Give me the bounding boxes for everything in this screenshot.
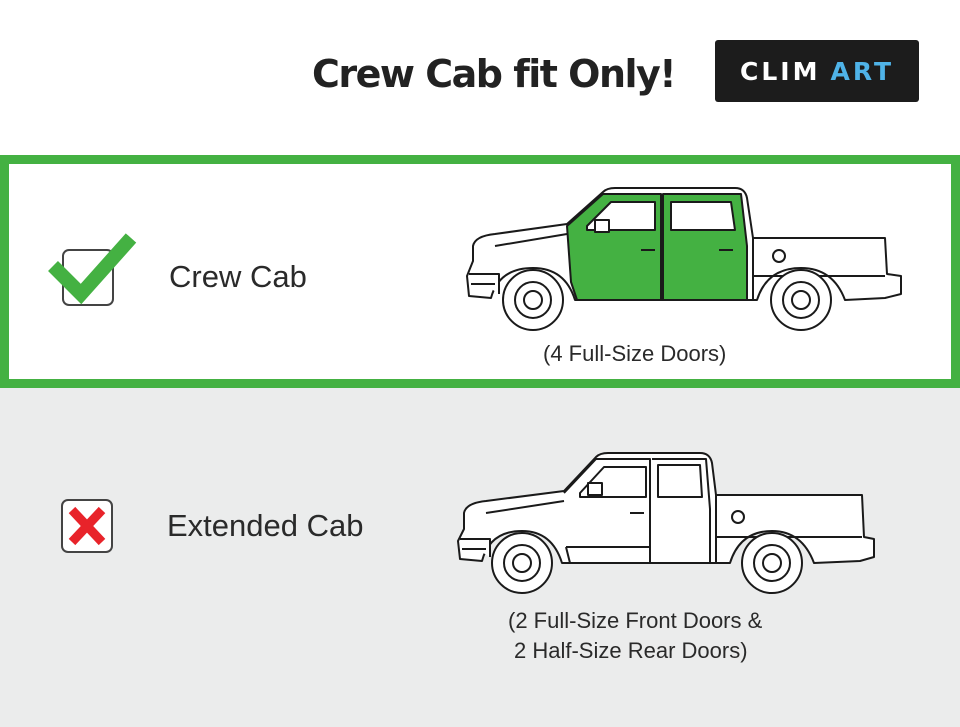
climart-logo: CLIM ART <box>715 40 919 102</box>
logo-text-clim: CLIM <box>740 56 821 86</box>
x-mark-icon <box>61 499 113 553</box>
extended-cab-caption-line-2: 2 Half-Size Rear Doors) <box>514 638 748 663</box>
extended-cab-truck-illustration <box>457 452 875 594</box>
logo-text-art: ART <box>830 56 894 86</box>
header: Crew Cab fit Only! CLIM ART <box>0 0 960 155</box>
crew-cab-label: Crew Cab <box>169 259 307 294</box>
extended-cab-label: Extended Cab <box>167 508 364 543</box>
crew-cab-truck-illustration <box>466 187 902 331</box>
extended-cab-panel: Extended Cab (2 Full <box>0 388 960 727</box>
crew-cab-panel: Crew Cab <box>0 155 960 388</box>
checkmark-icon <box>48 233 137 306</box>
extended-cab-caption-line-1: (2 Full-Size Front Doors & <box>508 608 763 633</box>
headline: Crew Cab fit Only! <box>312 52 677 96</box>
crew-cab-caption: (4 Full-Size Doors) <box>543 341 727 366</box>
